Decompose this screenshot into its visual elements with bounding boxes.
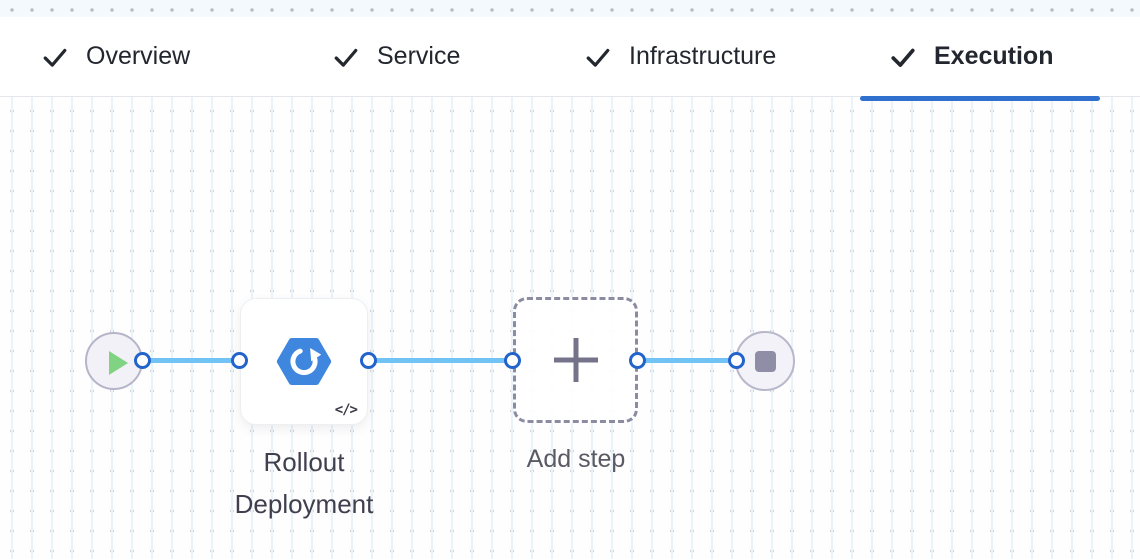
add-step-button[interactable]: [513, 297, 638, 423]
tab-label: Execution: [934, 42, 1054, 70]
tab-infrastructure[interactable]: Infrastructure: [585, 17, 776, 96]
check-icon: [891, 48, 915, 67]
port-addstep-out[interactable]: [629, 352, 646, 369]
edge-addstep-to-end: [638, 358, 737, 363]
check-icon: [586, 48, 610, 67]
port-end-in[interactable]: [728, 352, 745, 369]
check-icon: [334, 48, 358, 67]
plus-icon: [553, 338, 598, 382]
add-step-label: Add step: [526, 445, 626, 473]
rollout-deployment-step[interactable]: </>: [240, 298, 368, 425]
tab-execution[interactable]: Execution: [890, 17, 1053, 96]
tab-overview[interactable]: Overview: [42, 17, 190, 96]
port-addstep-in[interactable]: [504, 352, 521, 369]
port-rollout-in[interactable]: [231, 352, 248, 369]
tab-label: Service: [377, 42, 461, 70]
port-rollout-out[interactable]: [360, 352, 377, 369]
edge-start-to-rollout: [143, 358, 240, 363]
edge-rollout-to-addstep: [369, 358, 513, 363]
stop-icon: [754, 350, 776, 372]
top-grid-strip: [0, 0, 1140, 17]
tab-label: Infrastructure: [629, 42, 777, 70]
rollout-deployment-icon: [276, 337, 332, 386]
port-start-out[interactable]: [134, 352, 151, 369]
play-icon: [109, 351, 128, 375]
end-node[interactable]: [735, 331, 795, 391]
tab-service[interactable]: Service: [333, 17, 460, 96]
check-icon: [43, 48, 67, 67]
execution-graph-canvas[interactable]: </> Rollout Deployment Add step: [0, 97, 1140, 559]
tab-label: Overview: [86, 42, 191, 70]
rollout-step-label: Rollout Deployment: [234, 447, 374, 519]
stage-tab-bar: Overview Service Infrastructure Executio…: [0, 17, 1140, 101]
code-icon: </>: [334, 402, 358, 418]
active-tab-underline: [860, 96, 1100, 101]
start-node[interactable]: [85, 332, 143, 390]
